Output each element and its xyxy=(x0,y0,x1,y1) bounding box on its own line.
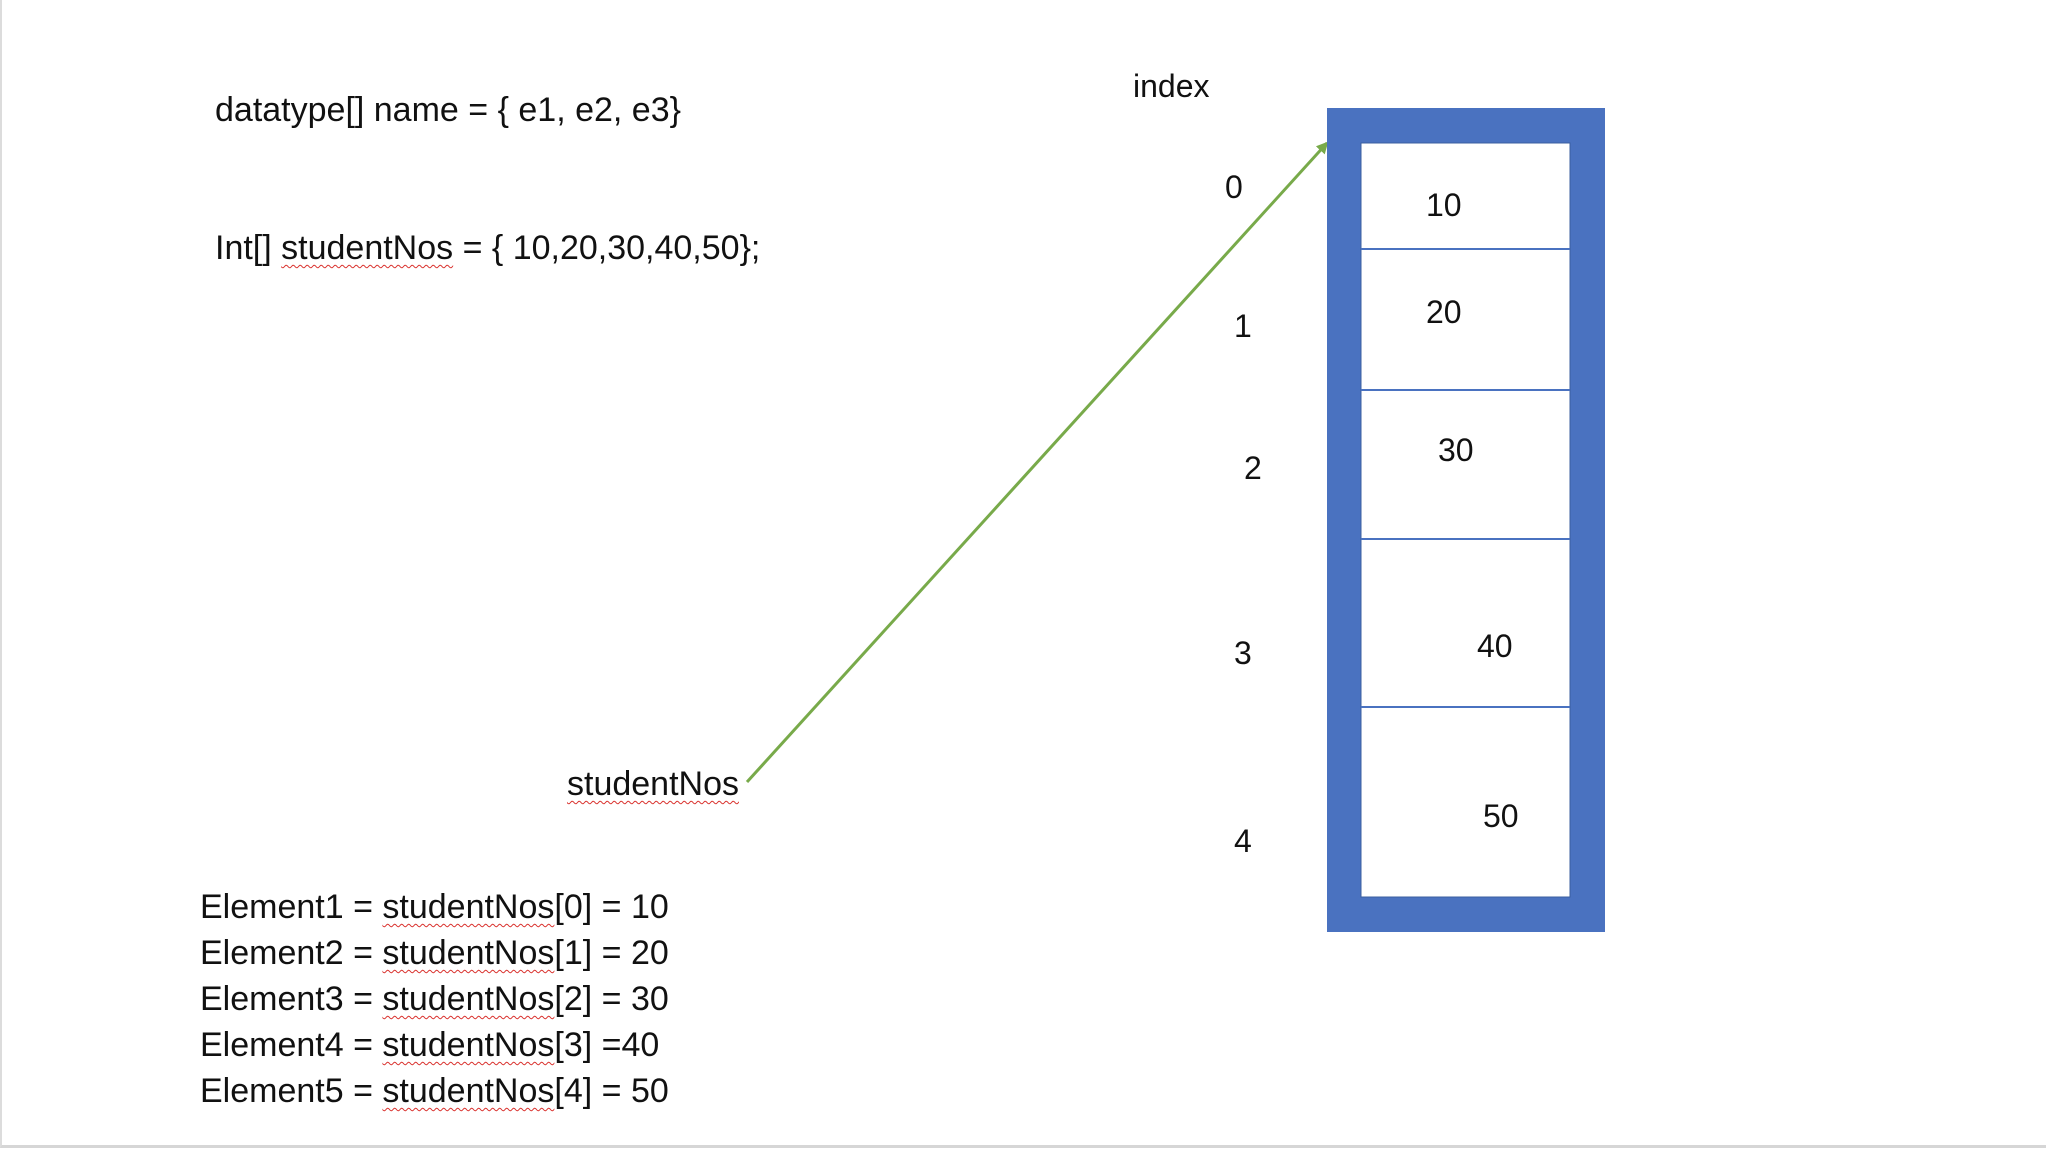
element-row-2: Element2 = studentNos[1] = 20 xyxy=(200,936,669,970)
array-cell-value-1: 20 xyxy=(1426,294,1462,330)
array-cell-value-2: 30 xyxy=(1438,432,1474,468)
pointer-arrow xyxy=(745,141,1329,784)
syntax-general-text: datatype[] name = { e1, e2, e3} xyxy=(215,91,681,129)
element-row-left: Element2 = xyxy=(200,934,383,972)
array-memory-block xyxy=(1360,142,1571,898)
array-cell-value-4: 50 xyxy=(1483,798,1519,834)
element-row-right: [0] = 10 xyxy=(554,888,669,926)
element-row-right: [3] =40 xyxy=(554,1026,660,1064)
index-label-1: 1 xyxy=(1234,308,1252,344)
index-label-0: 0 xyxy=(1225,169,1243,205)
syntax-example: Int[] studentNos = { 10,20,30,40,50}; xyxy=(215,231,760,265)
syntax-example-prefix: Int[] xyxy=(215,229,282,267)
index-label-2: 2 xyxy=(1244,450,1262,486)
element-row-left: Element4 = xyxy=(200,1026,383,1064)
element-row-right: [1] = 20 xyxy=(554,934,669,972)
index-label-3: 3 xyxy=(1234,635,1252,671)
element-row-left: Element1 = xyxy=(200,888,383,926)
element-row-var: studentNos xyxy=(382,934,555,972)
syntax-example-suffix: = { 10,20,30,40,50}; xyxy=(453,229,761,267)
syntax-example-var: studentNos xyxy=(281,229,454,267)
element-row-right: [2] = 30 xyxy=(554,980,669,1018)
element-row-5: Element5 = studentNos[4] = 50 xyxy=(200,1074,669,1108)
index-label-4: 4 xyxy=(1234,823,1252,859)
element-row-left: Element3 = xyxy=(200,980,383,1018)
array-cell-value-3: 40 xyxy=(1477,628,1513,664)
element-row-right: [4] = 50 xyxy=(554,1072,669,1110)
element-row-var: studentNos xyxy=(382,888,555,926)
element-row-var: studentNos xyxy=(382,1072,555,1110)
syntax-general: datatype[] name = { e1, e2, e3} xyxy=(215,93,681,127)
variable-label: studentNos xyxy=(567,765,739,803)
element-row-4: Element4 = studentNos[3] =40 xyxy=(200,1028,659,1062)
element-row-var: studentNos xyxy=(382,980,555,1018)
element-row-1: Element1 = studentNos[0] = 10 xyxy=(200,890,669,924)
element-row-var: studentNos xyxy=(382,1026,555,1064)
index-header: index xyxy=(1133,68,1210,104)
element-row-3: Element3 = studentNos[2] = 30 xyxy=(200,982,669,1016)
element-row-left: Element5 = xyxy=(200,1072,383,1110)
array-cell-value-0: 10 xyxy=(1426,187,1462,223)
